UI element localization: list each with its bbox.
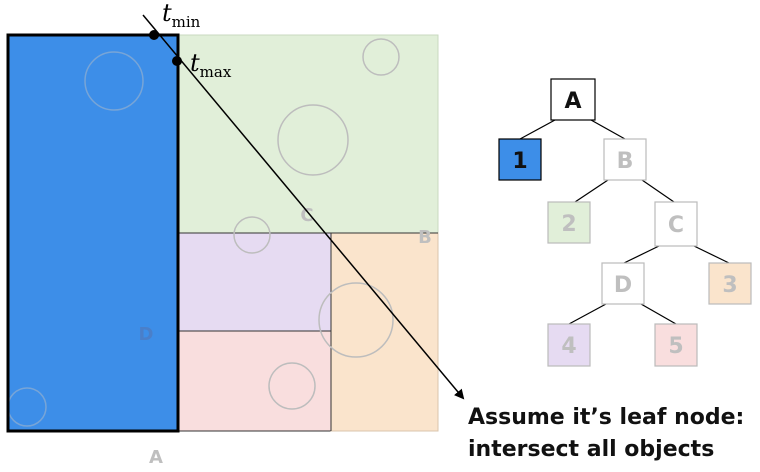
tree-node-leaf-1-label: 1 — [512, 149, 527, 174]
object-circle — [362, 38, 400, 76]
t-max-point — [172, 56, 182, 66]
region-leaf-4 — [177, 232, 332, 332]
t-min-var: t — [162, 0, 172, 27]
tree-node-b: B — [603, 138, 647, 181]
t-min-point — [149, 30, 159, 40]
region-leaf-1 — [8, 35, 178, 431]
scene — [6, 33, 439, 433]
t-min-subscript: min — [172, 13, 201, 31]
tree-node-leaf-3-label: 3 — [722, 273, 737, 298]
t-max-subscript: max — [200, 63, 232, 81]
tree-node-c-label: C — [668, 213, 684, 238]
region-label-a: A — [149, 447, 163, 468]
tree-edge — [641, 179, 675, 203]
region-leaf-3 — [330, 232, 439, 432]
region-leaf-5 — [177, 330, 332, 432]
tree-edge — [574, 179, 609, 203]
tree-edge — [693, 245, 730, 264]
tree-node-a-label: A — [564, 89, 581, 114]
tree-node-leaf-2-label: 2 — [561, 212, 576, 237]
tree-node-d: D — [601, 262, 645, 305]
tree-node-leaf-5: 5 — [654, 323, 698, 367]
object-circle — [268, 362, 316, 410]
caption-line-1: Assume it’s leaf node: — [468, 405, 744, 430]
tree-edge — [568, 303, 607, 325]
tree-node-leaf-1: 1 — [498, 138, 542, 181]
region-label-d: D — [139, 324, 154, 345]
tree-node-leaf-4: 4 — [547, 323, 591, 367]
tree-node-leaf-2: 2 — [547, 201, 591, 244]
region-label-c: C — [300, 205, 313, 226]
tree-node-leaf-4-label: 4 — [561, 334, 576, 359]
caption-line-2: intersect all objects — [468, 437, 714, 462]
tree-edge — [590, 119, 626, 140]
tree-node-leaf-5-label: 5 — [668, 334, 683, 359]
tree-node-leaf-3: 3 — [708, 262, 752, 305]
tree-edge — [640, 303, 677, 325]
t-min-label: tmin — [162, 0, 201, 31]
object-circle — [84, 51, 144, 111]
object-circle — [233, 216, 271, 254]
object-circle — [277, 104, 349, 176]
tree-edge — [623, 245, 660, 264]
t-max-label: tmax — [190, 49, 232, 81]
object-circle — [318, 282, 394, 358]
tree-node-b-label: B — [617, 149, 634, 174]
tree-node-a: A — [550, 78, 596, 121]
tree-node-d-label: D — [614, 273, 632, 298]
tree-node-c: C — [654, 201, 698, 247]
kd-tree: A 1 B 2 C D 3 4 — [498, 78, 752, 367]
region-label-b: B — [418, 227, 432, 248]
tree-edge — [519, 119, 556, 140]
leaf-1-outline — [6, 33, 180, 433]
t-max-var: t — [190, 49, 200, 77]
ray-arrow — [142, 14, 465, 400]
